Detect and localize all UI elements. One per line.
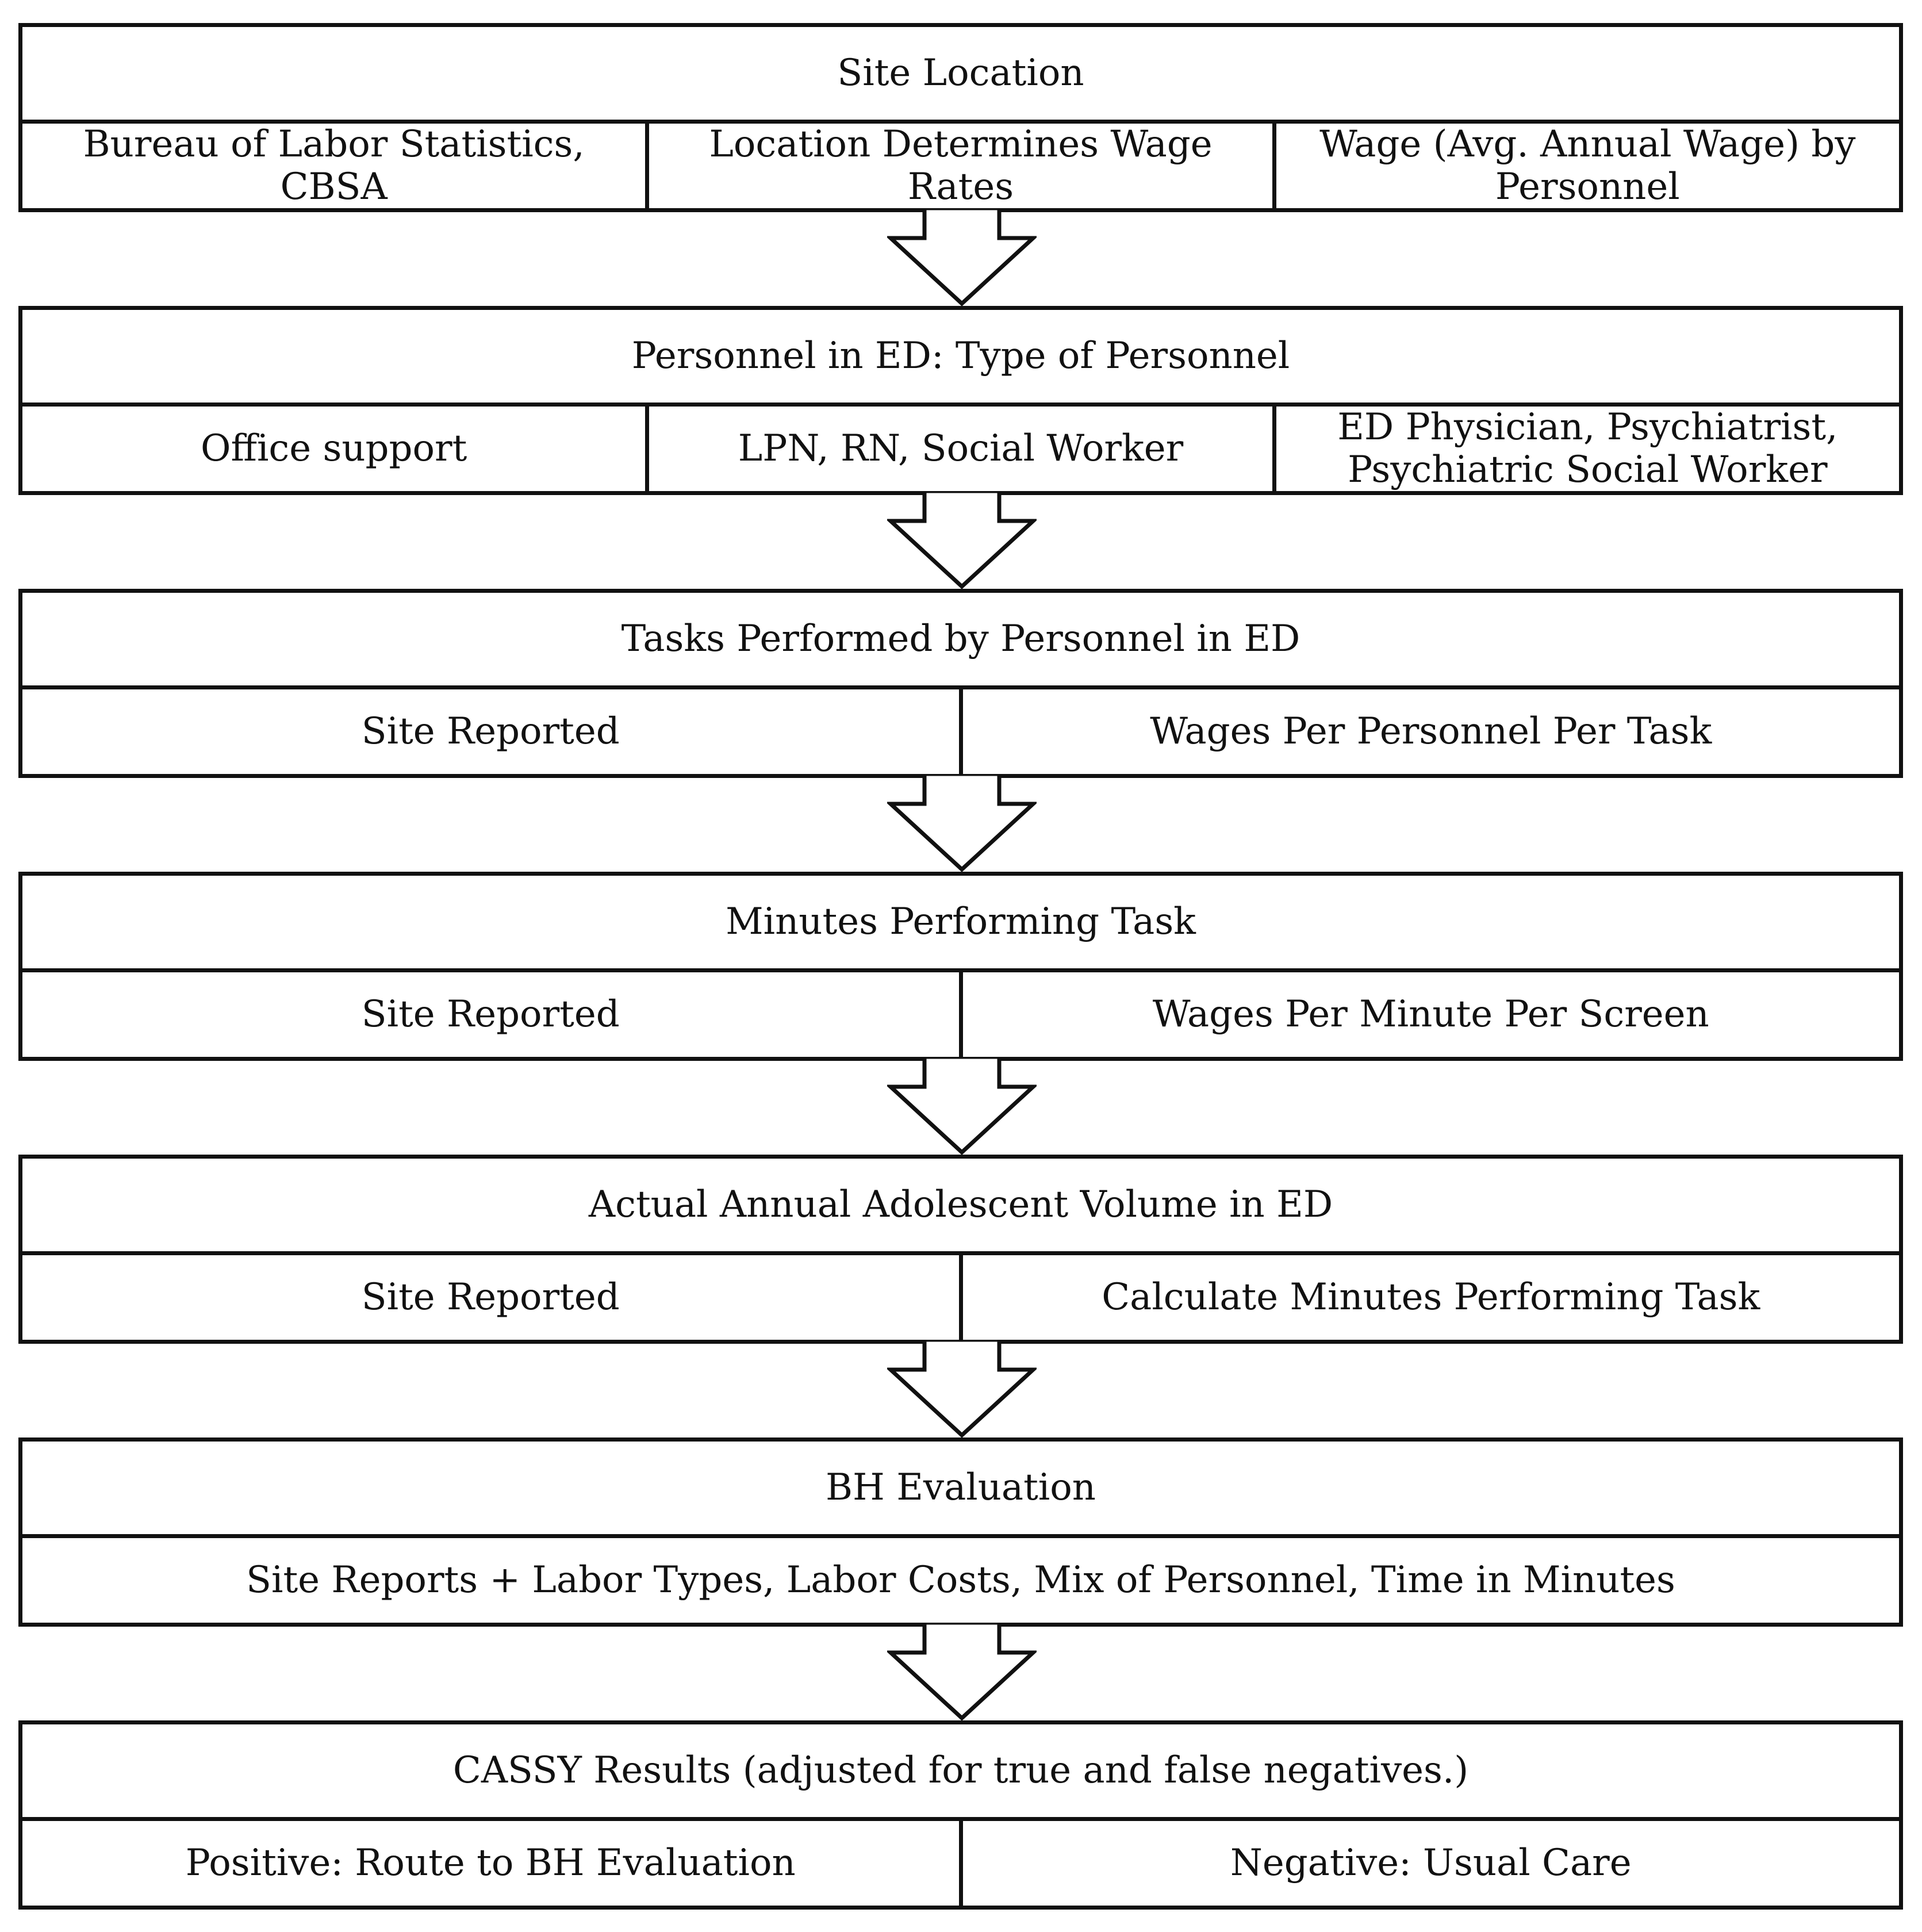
block-cells: Site Reported Wages Per Personnel Per Ta…	[22, 689, 1899, 774]
block-title: Actual Annual Adolescent Volume in ED	[22, 1159, 1899, 1255]
block-cell: Site Reported	[361, 710, 620, 753]
block-title: Personnel in ED: Type of Personnel	[22, 310, 1899, 407]
flow-block-site-location: Site Location Bureau of Labor Statistics…	[18, 23, 1903, 212]
flow-block-bh-evaluation: BH Evaluation Site Reports + Labor Types…	[18, 1438, 1903, 1627]
down-arrow-icon	[887, 1057, 1037, 1155]
block-cell: Site Reported	[361, 992, 620, 1036]
block-cells: Bureau of Labor Statistics, CBSA Locatio…	[22, 122, 1899, 208]
block-cell: Wage (Avg. Annual Wage) by Personnel	[1272, 123, 1899, 208]
block-cell: Wages Per Personnel Per Task	[958, 689, 1900, 774]
block-cells: Site Reported Wages Per Minute Per Scree…	[22, 972, 1899, 1057]
down-arrow-icon	[887, 1340, 1037, 1438]
block-cell: Positive: Route to BH Evaluation	[185, 1841, 796, 1884]
down-arrow-icon	[887, 491, 1037, 589]
down-arrow-icon	[887, 1623, 1037, 1720]
block-cell: Bureau of Labor Statistics, CBSA	[83, 122, 585, 208]
flow-block-cassy-results: CASSY Results (adjusted for true and fal…	[18, 1720, 1903, 1910]
block-cell: Wages Per Minute Per Screen	[958, 972, 1900, 1057]
flow-block-tasks-performed: Tasks Performed by Personnel in ED Site …	[18, 589, 1903, 778]
down-arrow-icon	[887, 774, 1037, 872]
block-cell: Site Reports + Labor Types, Labor Costs,…	[246, 1558, 1675, 1601]
block-title: BH Evaluation	[22, 1442, 1899, 1538]
block-cells: Site Reported Calculate Minutes Performi…	[22, 1255, 1899, 1340]
flow-block-minutes-performing: Minutes Performing Task Site Reported Wa…	[18, 872, 1903, 1061]
block-cells: Site Reports + Labor Types, Labor Costs,…	[22, 1538, 1899, 1623]
block-title: CASSY Results (adjusted for true and fal…	[22, 1724, 1899, 1821]
block-cell: Negative: Usual Care	[958, 1821, 1900, 1906]
block-cells: Office support LPN, RN, Social Worker ED…	[22, 406, 1899, 491]
flow-block-personnel-type: Personnel in ED: Type of Personnel Offic…	[18, 306, 1903, 495]
block-title: Site Location	[22, 27, 1899, 124]
flow-block-adolescent-volume: Actual Annual Adolescent Volume in ED Si…	[18, 1155, 1903, 1344]
block-cell: LPN, RN, Social Worker	[645, 407, 1272, 491]
block-title: Tasks Performed by Personnel in ED	[22, 593, 1899, 689]
block-cell: ED Physician, Psychiatrist, Psychiatric …	[1272, 406, 1899, 491]
block-title: Minutes Performing Task	[22, 876, 1899, 972]
down-arrow-icon	[887, 208, 1037, 306]
block-cells: Positive: Route to BH Evaluation Negativ…	[22, 1821, 1899, 1906]
block-cell: Location Determines Wage Rates	[645, 123, 1272, 208]
block-cell: Calculate Minutes Performing Task	[958, 1255, 1900, 1340]
block-cell: Site Reported	[361, 1275, 620, 1318]
block-cell: Office support	[201, 427, 467, 470]
